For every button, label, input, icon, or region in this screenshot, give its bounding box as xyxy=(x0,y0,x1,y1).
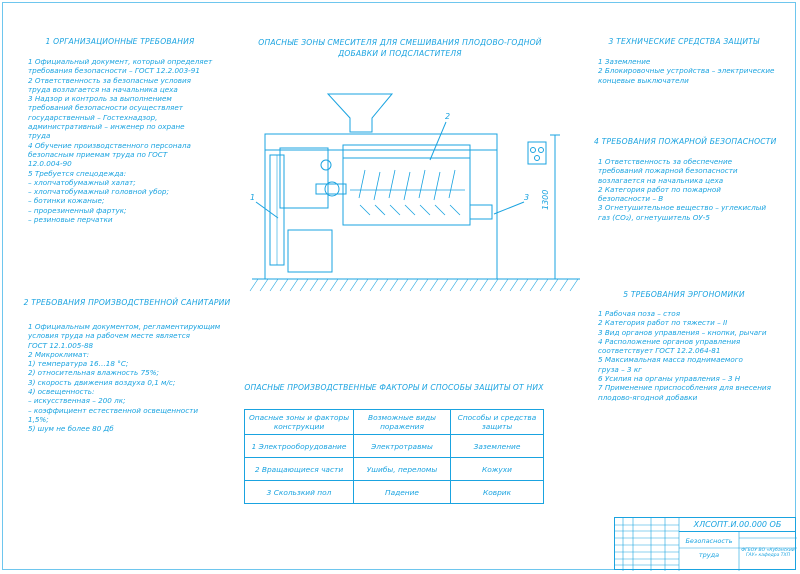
section1-line: 2 Ответственность за безопасные условия xyxy=(28,75,191,85)
section5-line: 4 Расположение органов управления xyxy=(598,336,741,346)
section5-line: груза – 3 кг xyxy=(598,364,642,374)
hazards-cell: 3 Скользкий пол xyxy=(244,480,354,504)
section2-line: условия труда на рабочем месте является xyxy=(28,331,190,341)
section5-line: 7 Применение приспособления для внесения xyxy=(598,383,771,393)
hazards-cell: Падение xyxy=(353,480,451,504)
section3-title: 3 ТЕХНИЧЕСКИЕ СРЕДСТВА ЗАЩИТЫ xyxy=(608,37,760,46)
section4-line: возлагается на начальника цеха xyxy=(598,175,724,185)
section4-line: безопасности – В xyxy=(598,194,664,204)
section5-title: 5 ТРЕБОВАНИЯ ЭРГОНОМИКИ xyxy=(623,290,745,299)
section1-line: 12.0.004-90 xyxy=(28,159,72,169)
drawing-code: ХЛСОПТ.И.00.000 ОБ xyxy=(679,518,796,532)
section4-line: 2 Категория работ по пожарной xyxy=(598,184,721,194)
section2-line: 3) скорость движения воздуха 0,1 м/с; xyxy=(28,377,176,387)
section1-line: 5 Требуется спецодежда: xyxy=(28,168,127,178)
section2-line: 2 Микроклимат: xyxy=(28,349,90,359)
hazards-cell: Кожухи xyxy=(450,457,544,481)
section1-line: требования безопасности – ГОСТ 12.2.003-… xyxy=(28,66,200,76)
hazards-cell: Ушибы, переломы xyxy=(353,457,451,481)
title-block-grid xyxy=(615,518,797,571)
dimension-label: 1300 xyxy=(541,189,550,210)
diagram-title-2: ДОБАВКИ И ПОДСЛАСТИТЕЛЯ xyxy=(338,49,462,58)
section3-line: 1 Заземление xyxy=(598,57,651,66)
diagram-title-1: ОПАСНЫЕ ЗОНЫ СМЕСИТЕЛЯ ДЛЯ СМЕШИВАНИЯ ПЛ… xyxy=(258,38,542,47)
section3-line: концевые выключатели xyxy=(598,75,689,85)
hazards-cell: 2 Вращающиеся части xyxy=(244,457,354,481)
section5-line: 5 Максимальная масса поднимаемого xyxy=(598,355,743,365)
section1-line: труда возлагается на начальника цеха xyxy=(28,84,178,94)
section1-title: 1 ОРГАНИЗАЦИОННЫЕ ТРЕБОВАНИЯ xyxy=(45,37,195,46)
section1-line: 3 Надзор и контроль за выполнением xyxy=(28,94,172,104)
section2-line: ГОСТ 12.1.005-88 xyxy=(28,340,94,350)
hazards-header-2: Возможные виды поражения xyxy=(353,409,451,435)
section2-line: 4) освещенность: xyxy=(28,387,95,397)
section1-line: административный – инженер по охране xyxy=(28,122,185,132)
section2-body: 1 Официальным документом, регламентирующ… xyxy=(28,322,220,434)
section1-line: – хлопчатобумажный халат; xyxy=(28,177,136,187)
section1-line: безопасным приемам труда по ГОСТ xyxy=(28,149,168,159)
section5-line: плодово-ягодной добавки xyxy=(598,392,698,402)
section4-line: 3 Огнетушительное вещество – углекислый xyxy=(598,203,767,213)
section2-line: 1) температура 16…18 °С; xyxy=(28,359,129,369)
section1-line: – ботинки кожаные; xyxy=(28,196,105,206)
section1-line: требований безопасности осуществляет xyxy=(28,103,183,113)
section5-line: 1 Рабочая поза – стоя xyxy=(598,309,681,318)
callout-3: 3 xyxy=(524,193,530,202)
section5-line: 3 Вид органов управления – кнопки, рычаг… xyxy=(598,327,767,337)
hazards-header-3: Способы и средства защиты xyxy=(450,409,544,435)
section2-line: – коэффициент естественной освещенности xyxy=(28,405,199,415)
organization: ФГБОУ ВО «Кубанский ГАУ» кафедра ТХП xyxy=(741,548,795,558)
section4-line: требований пожарной безопасности xyxy=(598,166,738,176)
section1-line: труда xyxy=(28,131,51,141)
section2-title: 2 ТРЕБОВАНИЯ ПРОИЗВОДСТВЕННОЙ САНИТАРИИ xyxy=(23,298,231,307)
section5-line: 6 Усилия на органы управления – 3 Н xyxy=(598,374,741,384)
hazards-cell: Коврик xyxy=(450,480,544,504)
title-block: ХЛСОПТ.И.00.000 ОБ Безопасность труда ФГ… xyxy=(614,517,797,571)
section3-line: 2 Блокировочные устройства – электрическ… xyxy=(598,66,775,76)
section2-line: 1,5%; xyxy=(28,414,49,424)
section5-line: соответствует ГОСТ 12.2.064-81 xyxy=(598,346,721,356)
hazards-cell: Электротравмы xyxy=(353,434,451,458)
section5-line: 2 Категория работ по тяжести – II xyxy=(598,318,728,328)
hazards-cell: Заземление xyxy=(450,434,544,458)
section1-line: государственный – Гостехнадзор, xyxy=(28,112,158,122)
section2-line: 1 Официальным документом, регламентирующ… xyxy=(28,322,221,331)
callout-1: 1 xyxy=(250,193,256,202)
section1-line: – прорезиненный фартук; xyxy=(28,205,127,215)
hazards-header-1: Опасные зоны и факторы конструкции xyxy=(244,409,354,435)
section4-line: газ (СО₂), огнетушитель ОУ-5 xyxy=(598,212,710,222)
section1-line: 4 Обучение производственного персонала xyxy=(28,140,191,150)
section2-line: – искусственная – 200 лк; xyxy=(28,396,126,406)
section2-line: 5) шум не более 80 Дб xyxy=(28,424,114,434)
section1-line: – резиновые перчатки xyxy=(28,215,113,225)
hazards-table: Опасные зоны и факторы конструкции Возмо… xyxy=(244,409,544,504)
section4-line: 1 Ответственность за обеспечение xyxy=(598,157,733,166)
hazards-cell: 1 Электрооборудование xyxy=(244,434,354,458)
section1-line: 1 Официальный документ, который определя… xyxy=(28,57,213,66)
section4-title: 4 ТРЕБОВАНИЯ ПОЖАРНОЙ БЕЗОПАСНОСТИ xyxy=(594,137,777,146)
hazards-title: ОПАСНЫЕ ПРОИЗВОДСТВЕННЫЕ ФАКТОРЫ И СПОСО… xyxy=(244,383,544,392)
callout-2: 2 xyxy=(445,112,451,121)
section2-line: 2) относительная влажность 75%; xyxy=(28,368,159,378)
drawing-title: Безопасность труда xyxy=(685,537,733,559)
section1-line: – хлопчатобумажный головной убор; xyxy=(28,187,169,197)
section1-body: 1 Официальный документ, который определя… xyxy=(28,57,212,224)
